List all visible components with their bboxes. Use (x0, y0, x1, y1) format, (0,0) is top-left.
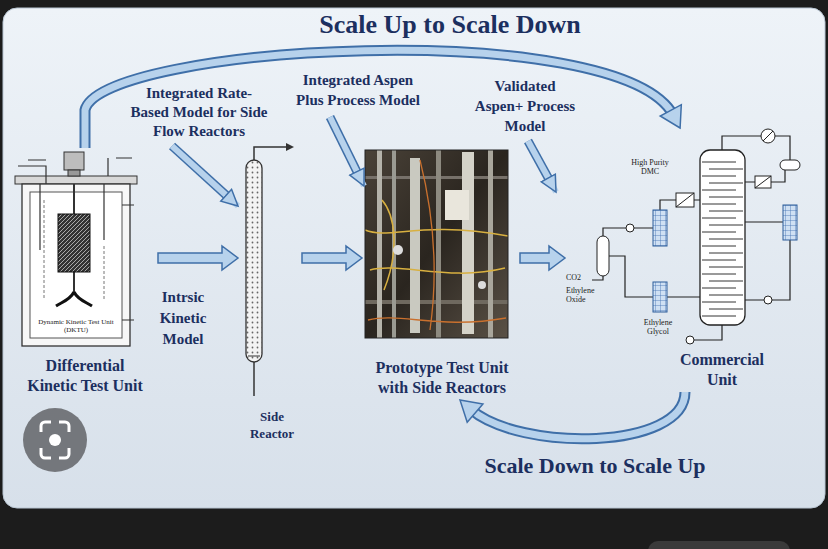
callout-arrow (172, 146, 238, 206)
arrow-outline (85, 50, 674, 148)
side-reactor-drawing (246, 143, 294, 396)
stage-node: Side Reactor (238, 140, 302, 445)
commercial-flowsheet (755, 176, 771, 188)
side-reactor-drawing (286, 143, 294, 151)
stage-caption: Side Reactor (243, 408, 301, 442)
commercial-flowsheet (694, 325, 722, 340)
commercial-flowsheet (700, 150, 745, 325)
annotation-label: Integrated Aspen Plus Process Model (288, 70, 428, 110)
kinetic-test-unit-drawing (68, 170, 80, 176)
commercial-flowsheet (676, 193, 694, 207)
block-arrow (158, 246, 238, 270)
kinetic-test-unit-drawing (18, 158, 132, 250)
side-reactor-drawing (253, 362, 255, 396)
commercial-flowsheet (755, 176, 771, 188)
prototype-photo (462, 152, 474, 334)
background (3, 8, 825, 508)
annotation-label: Ethylene Glycol (640, 318, 676, 336)
kinetic-test-unit-drawing (15, 152, 137, 346)
commercial-flowsheet (722, 136, 790, 182)
annotation-label: Integrated Rate-Based Model for Side Flo… (128, 84, 270, 141)
kinetic-test-unit-drawing (30, 192, 122, 338)
diagram-title: Scale Up to Scale Down (250, 10, 650, 40)
commercial-flowsheet (764, 296, 772, 304)
lens-icon (49, 434, 61, 446)
commercial-flowsheet (783, 205, 797, 240)
background (648, 541, 790, 549)
annotation-label: Intrsic Kinetic Model (148, 287, 218, 350)
flow-arrow (302, 246, 362, 270)
stage-node: Differential Kinetic Test Unit (12, 148, 158, 400)
kinetic-test-unit-drawing (64, 152, 84, 170)
prototype-photo (445, 190, 469, 220)
callout-arrow (330, 117, 364, 186)
lens-icon (23, 408, 87, 472)
prototype-photo (410, 158, 420, 333)
prototype-photo (393, 245, 403, 255)
annotation-label: High Purity DMC (628, 158, 672, 176)
flow-arrow (158, 246, 238, 270)
side-reactor-drawing (254, 147, 286, 162)
prototype-photo (368, 160, 506, 330)
stage-caption: Prototype Test Unit with Side Reactors (364, 358, 520, 398)
flow-arrow (520, 246, 565, 270)
kinetic-test-unit-drawing (58, 214, 90, 272)
arrow-head (460, 400, 483, 422)
stage-node: Prototype Test Unit with Side Reactors (362, 146, 520, 400)
callout-arrow (528, 141, 556, 192)
annotation-label: CO2 (566, 273, 590, 282)
annotation-label: Dynamic Kinetic Test Unit (DKTU) (32, 318, 120, 334)
annotation-label: Ethylene Oxide (566, 286, 600, 304)
commercial-flowsheet (653, 282, 667, 312)
commercial-flowsheet (763, 131, 773, 141)
commercial-flowsheet (780, 160, 800, 170)
kinetic-test-unit-drawing (122, 205, 134, 320)
commercial-flowsheet (626, 224, 634, 232)
commercial-flowsheet (761, 129, 775, 143)
annotation-label: Validated Aspen+ Process Model (471, 76, 579, 136)
prototype-photo (436, 150, 441, 338)
prototype-photo (365, 150, 508, 338)
side-reactor-drawing (246, 160, 262, 362)
prototype-photo (478, 281, 486, 289)
block-arrow (302, 246, 362, 270)
stage-caption: Commercial Unit (672, 350, 772, 390)
commercial-flowsheet (686, 336, 694, 344)
commercial-flowsheet (653, 210, 667, 246)
arrow-head (660, 105, 681, 128)
kinetic-test-unit-drawing (56, 292, 92, 306)
kinetic-test-unit-drawing (44, 200, 104, 300)
commercial-flowsheet (597, 236, 609, 276)
lens-icon (23, 408, 87, 472)
stage-node: Commercial Unit (565, 128, 810, 392)
arrow-outline (471, 392, 686, 439)
edge-label: Scale Down to Scale Up (455, 452, 735, 480)
kinetic-test-unit-drawing (15, 176, 137, 184)
kinetic-test-unit-drawing (22, 184, 130, 346)
stage-caption: Differential Kinetic Test Unit (21, 356, 149, 396)
arrow-body (85, 50, 674, 148)
prototype-photo (365, 150, 508, 338)
arrow-body (471, 392, 686, 439)
commercial-flowsheet (592, 129, 800, 344)
prototype-photo (365, 150, 508, 338)
commercial-flowsheet (592, 200, 700, 297)
prototype-photo (488, 150, 493, 338)
side-reactor-drawing (248, 356, 260, 357)
block-arrow (520, 246, 565, 270)
flow-arrow (85, 50, 681, 148)
prototype-photo (365, 200, 508, 290)
flow-arrow (460, 392, 685, 439)
lens-icon (41, 422, 69, 458)
commercial-flowsheet (702, 158, 743, 318)
commercial-flowsheet (676, 193, 694, 207)
prototype-photo (377, 150, 382, 338)
